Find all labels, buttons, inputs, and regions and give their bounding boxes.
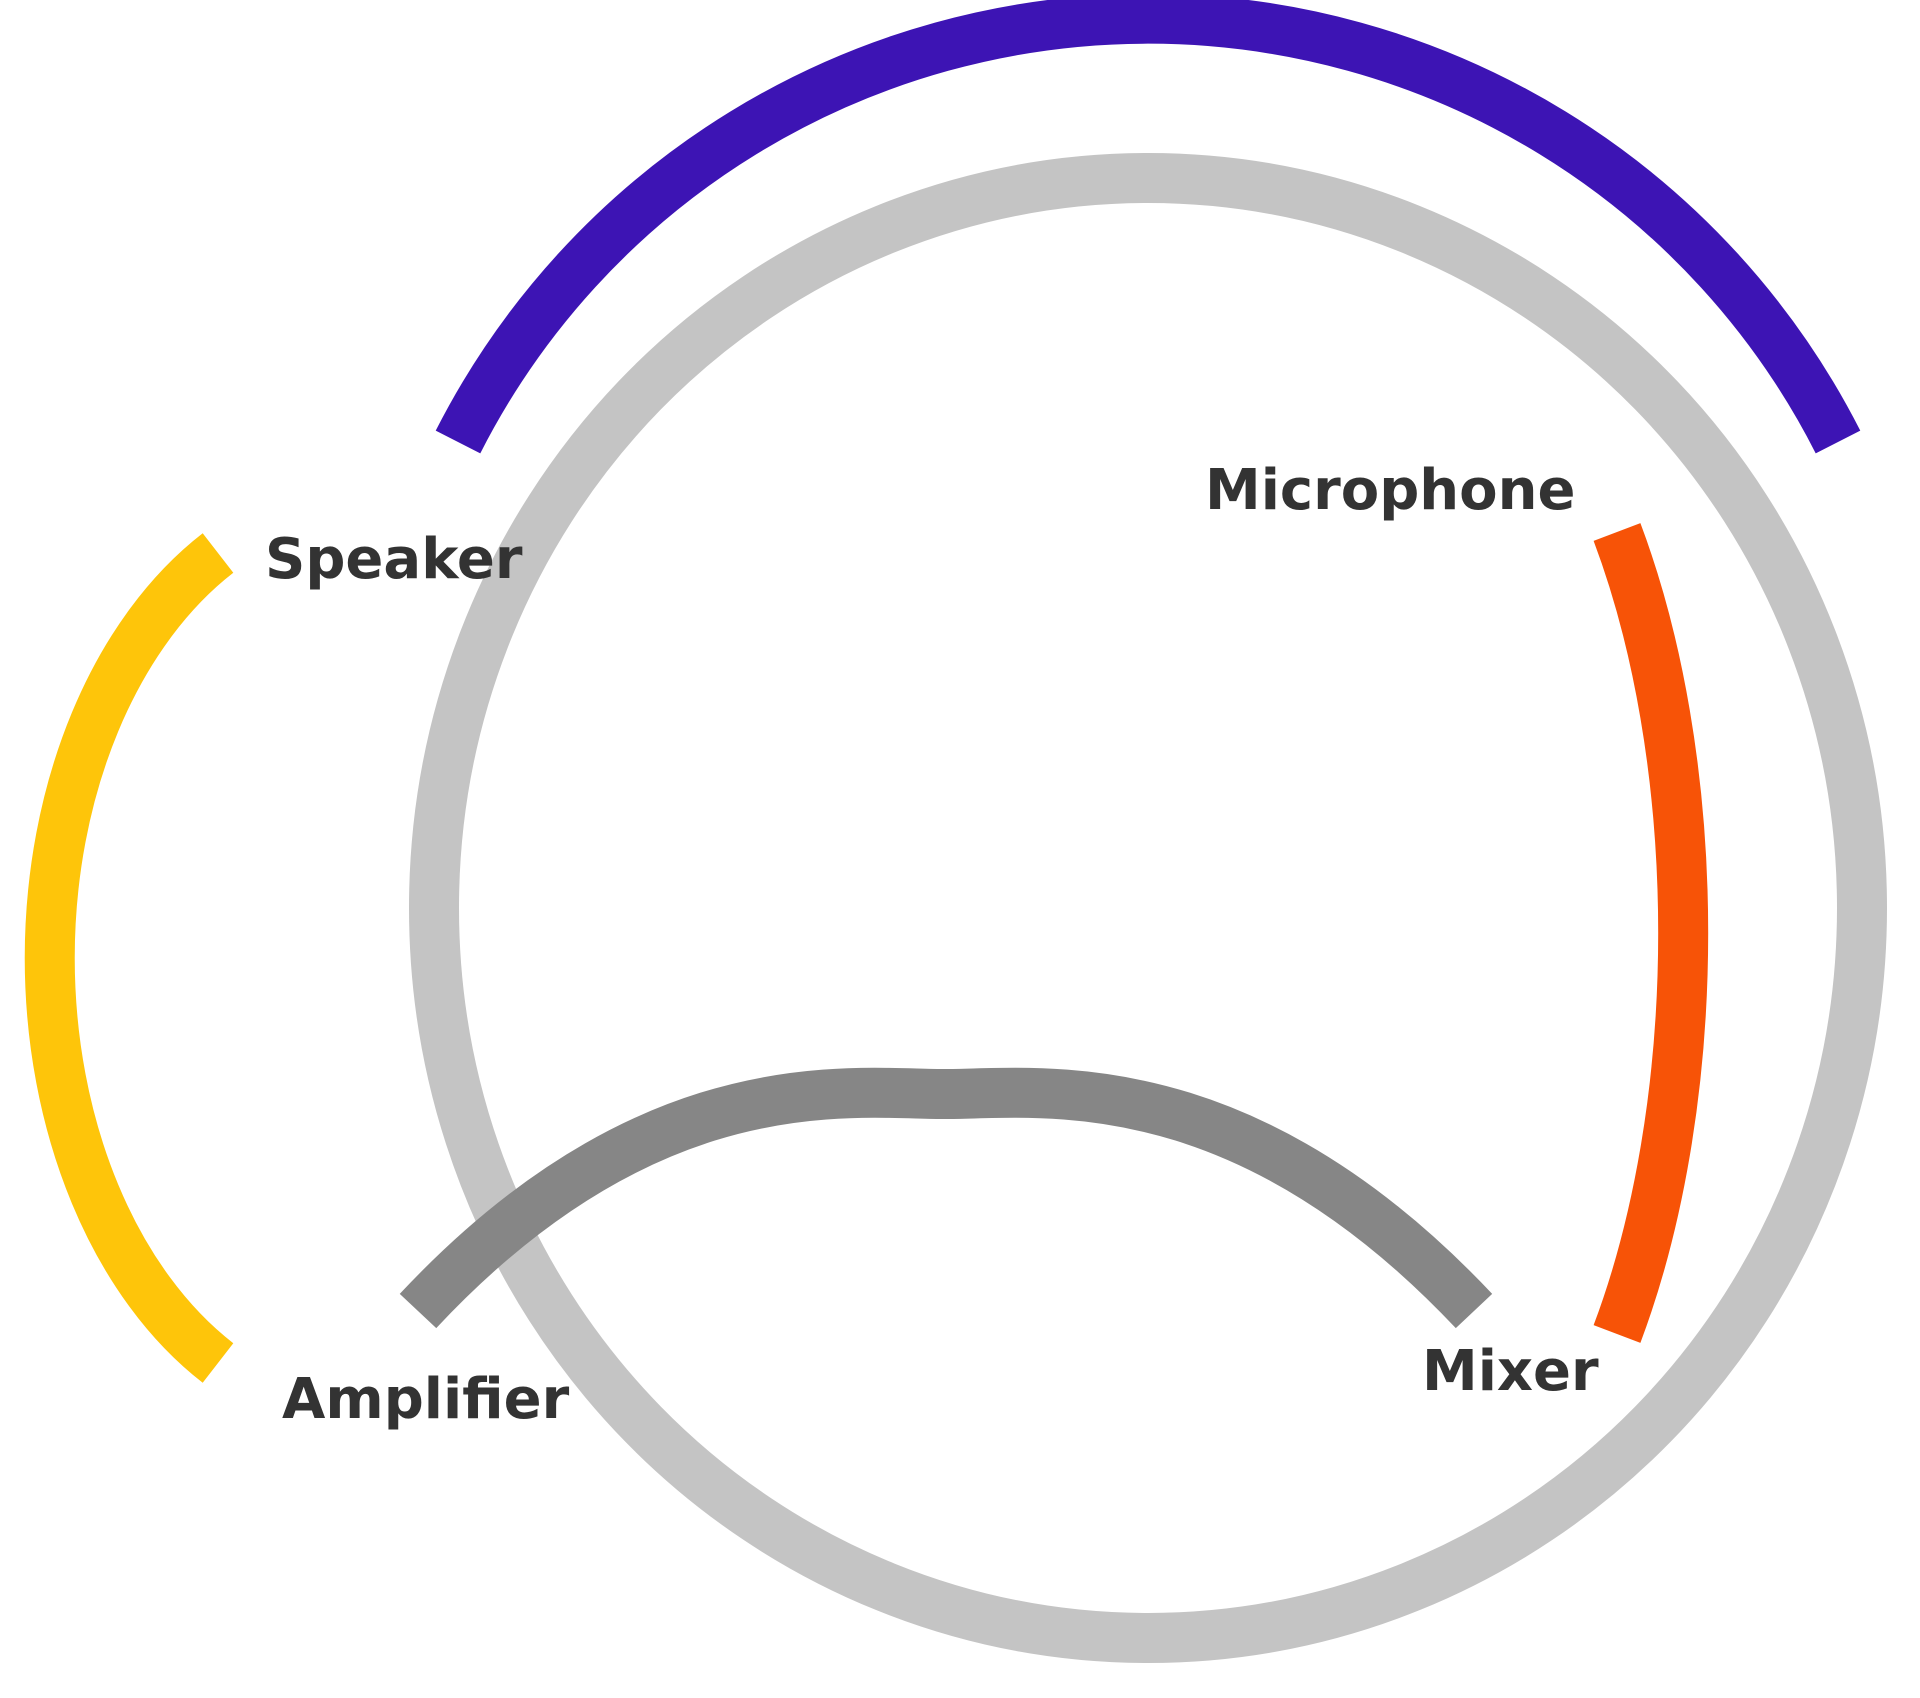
- background-ring: [409, 153, 1887, 1663]
- arc-speaker-to-microphone: [435, 0, 1861, 454]
- arc-speaker-to-amplifier: [24, 533, 234, 1383]
- label-amplifier: Amplifier: [282, 1367, 570, 1432]
- arc-amplifier-to-mixer: [399, 1067, 1493, 1329]
- label-speaker: Speaker: [265, 527, 523, 592]
- arc-microphone-to-mixer: [1593, 523, 1709, 1343]
- label-mixer: Mixer: [1422, 1339, 1599, 1404]
- label-microphone: Microphone: [1205, 458, 1575, 523]
